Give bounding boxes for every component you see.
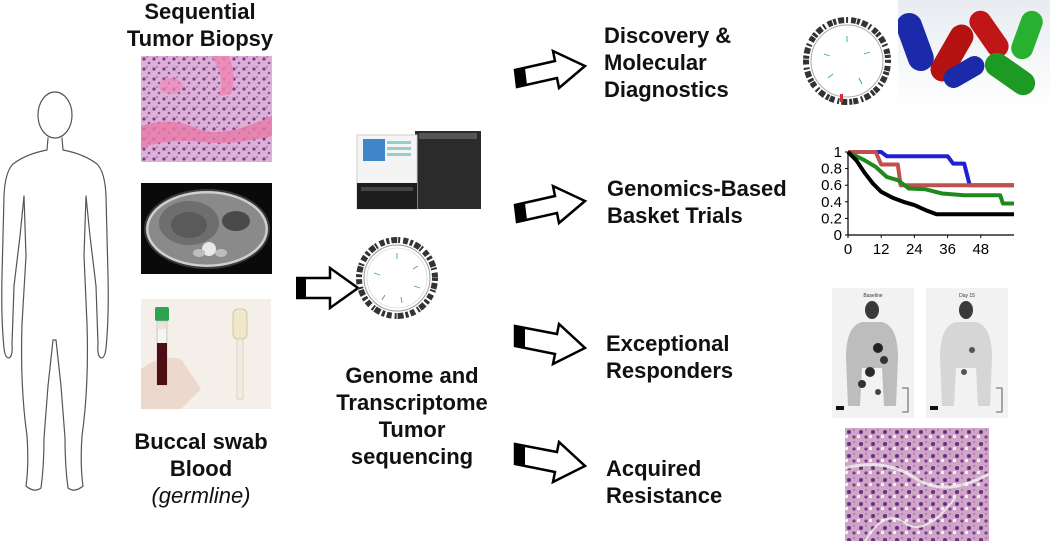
biopsy-title-line2: Tumor Biopsy [126, 26, 274, 51]
histology-image [141, 56, 272, 162]
blood-swab-image [141, 299, 271, 409]
arrow-responders-icon [513, 322, 588, 367]
sequencer-image [356, 131, 481, 210]
outcome-basket-label: Genomics-Based Basket Trials [607, 175, 817, 229]
germline-line1: Buccal swab [134, 429, 268, 454]
km-series [846, 150, 1014, 217]
pet-baseline-label: Baseline [863, 293, 882, 299]
km-tick-labels: 00.20.40.60.81 0 12 24 36 48 [821, 144, 989, 258]
km-y-tick-label: 1 [834, 144, 842, 161]
pet-scan-day15-image: Day 15 [926, 288, 1008, 418]
sequencing-line3: Tumor [378, 417, 446, 442]
outcome-responders-label: Exceptional Responders [606, 330, 806, 384]
outcome-responders-line2: Responders [606, 358, 734, 383]
germline-label: Buccal swab Blood (germline) [112, 428, 290, 509]
arrow-resistance-icon [513, 440, 588, 485]
resistance-histology-image [845, 428, 989, 541]
human-silhouette [1, 91, 109, 491]
km-y-tick-label: 0.2 [821, 210, 842, 227]
germline-line3: (germline) [151, 483, 251, 508]
pills-image [898, 0, 1050, 110]
km-y-tick-label: 0.8 [821, 161, 842, 178]
circos-plot-small-image [803, 17, 891, 105]
outcome-discovery-line1: Discovery & [604, 23, 732, 48]
sequencing-label: Genome and Transcriptome Tumor sequencin… [322, 362, 502, 470]
km-series-line-3 [847, 150, 1014, 206]
km-y-tick-label: 0.6 [821, 177, 842, 194]
km-x-tick-label: 48 [972, 241, 989, 258]
km-series-line-1 [848, 150, 1014, 188]
ct-scan-image [141, 183, 272, 274]
km-series-line-2 [848, 150, 1014, 188]
germline-line2: Blood [169, 456, 233, 481]
circos-plot-image [356, 237, 438, 319]
km-x-tick-label: 24 [906, 241, 923, 258]
outcome-discovery-line2: Molecular [604, 50, 707, 75]
sequencing-line1: Genome and [345, 363, 479, 388]
outcome-resistance-label: Acquired Resistance [606, 455, 806, 509]
pet-day15-label: Day 15 [959, 293, 975, 299]
pet-scan-baseline-image: Baseline [832, 288, 914, 418]
km-x-tick-label: 36 [939, 241, 956, 258]
km-axes [845, 151, 1014, 238]
arrow-to-sequencing-icon [296, 265, 360, 311]
km-x-tick-label: 0 [844, 241, 852, 258]
outcome-basket-line2: Basket Trials [607, 203, 743, 228]
km-series-line-4 [846, 150, 1014, 217]
arrow-basket-icon [513, 183, 588, 226]
outcome-discovery-label: Discovery & Molecular Diagnostics [604, 22, 804, 103]
km-y-tick-label: 0.4 [821, 194, 842, 211]
km-x-tick-label: 12 [873, 241, 890, 258]
sequencing-line2: Transcriptome [336, 390, 488, 415]
outcome-basket-line1: Genomics-Based [607, 176, 787, 201]
outcome-responders-line1: Exceptional [606, 331, 730, 356]
km-chart: 00.20.40.60.81 0 12 24 36 48 [821, 144, 1014, 258]
outcome-resistance-line2: Resistance [606, 483, 723, 508]
km-y-tick-label: 0 [834, 227, 842, 244]
sequencing-line4: sequencing [350, 444, 474, 469]
outcome-discovery-line3: Diagnostics [604, 77, 729, 102]
outcome-resistance-line1: Acquired [606, 456, 702, 481]
biopsy-title-line1: Sequential [144, 0, 256, 24]
arrow-discovery-icon [513, 48, 588, 91]
biopsy-title: Sequential Tumor Biopsy [120, 0, 280, 52]
